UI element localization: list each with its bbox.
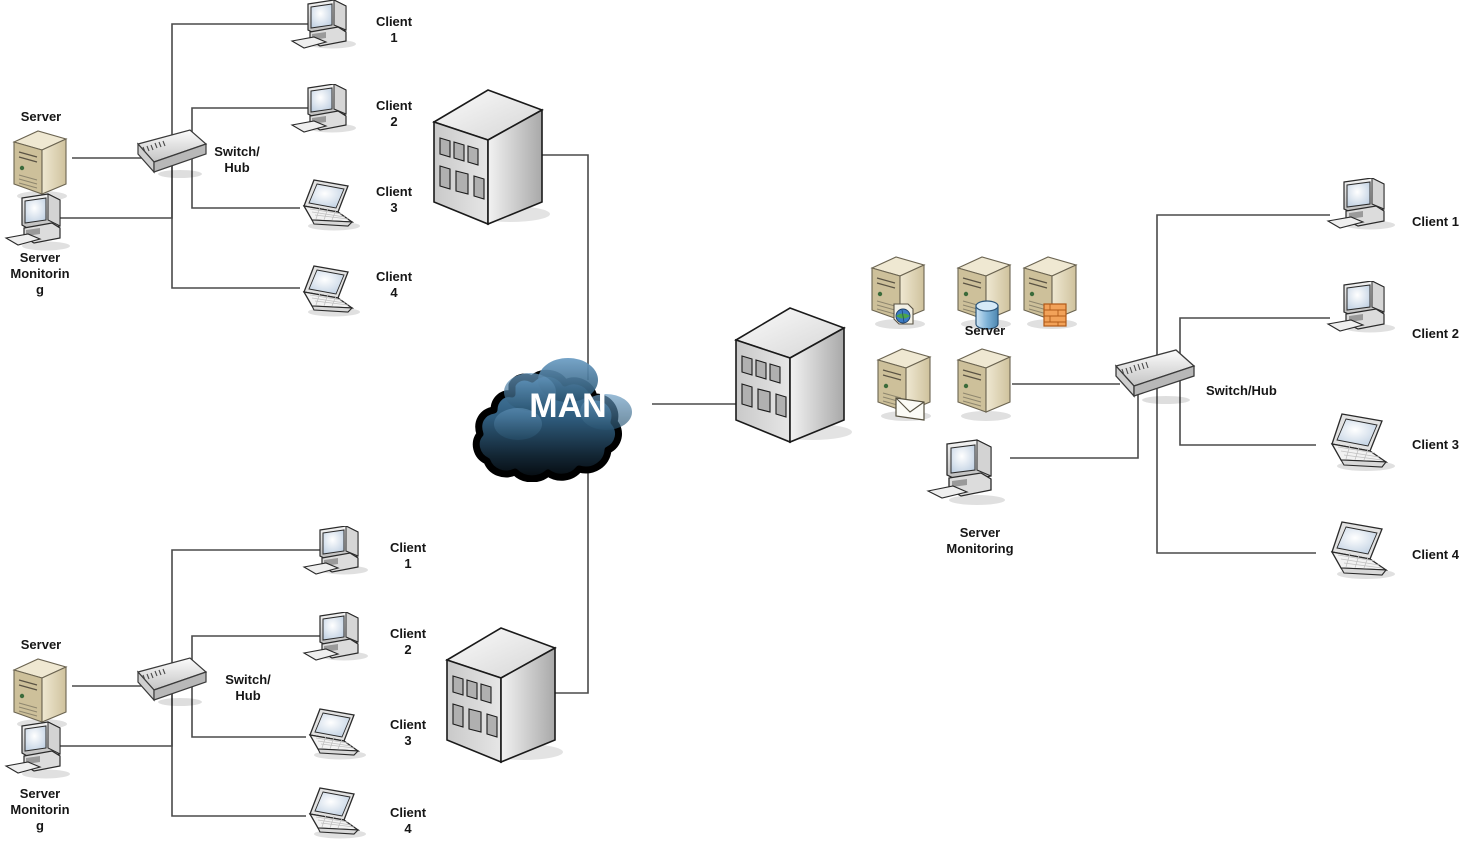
client-label-tl-3: Client 3 — [366, 184, 422, 216]
switch-label-line2: Hub — [224, 160, 250, 175]
client-label-line1: Client — [375, 184, 413, 199]
client-laptop-icon-tl-4[interactable] — [286, 262, 368, 325]
client-label-line1: Client — [375, 14, 413, 29]
application-server-icon[interactable] — [952, 344, 1016, 437]
client-label-line2: 1 — [390, 30, 398, 45]
client-label-line1: Client — [375, 98, 413, 113]
client-label-dc-3: Client 3 — [1412, 437, 1459, 452]
client-label-line1: Client — [389, 626, 427, 641]
client-desktop-icon-bl-2[interactable] — [300, 611, 376, 669]
web-server-icon[interactable] — [866, 252, 930, 345]
client-label-line2: 2 — [390, 114, 398, 129]
firewall-server-icon[interactable] — [1018, 252, 1082, 345]
client-desktop-icon-tl-2[interactable] — [288, 83, 364, 141]
server-monitoring-icon-bottom-left[interactable] — [4, 720, 76, 787]
client-label-tl-2: Client 2 — [366, 98, 422, 130]
monitoring-label-line2: Monitorin — [10, 802, 70, 817]
monitoring-label-line2: Monitoring — [946, 541, 1014, 556]
switch-icon-top-left[interactable] — [132, 128, 212, 189]
client-label-line1: Client — [375, 269, 413, 284]
mail-server-icon[interactable] — [872, 344, 942, 443]
monitoring-label-line1: Server — [19, 250, 61, 265]
switch-label-line1: Switch/ — [214, 144, 260, 159]
client-laptop-icon-bl-3[interactable] — [292, 705, 374, 768]
client-laptop-icon-tl-3[interactable] — [286, 176, 368, 239]
client-label-line2: 3 — [390, 200, 398, 215]
building-icon-branch-bottom[interactable] — [443, 620, 573, 775]
client-label-line2: 4 — [404, 821, 412, 836]
client-laptop-icon-bl-4[interactable] — [292, 784, 374, 847]
client-label-line2: 4 — [390, 285, 398, 300]
monitoring-label-line1: Server — [19, 786, 61, 801]
server-icon-top-left[interactable] — [8, 126, 72, 211]
client-label-dc-4: Client 4 — [1412, 547, 1459, 562]
client-label-dc-2: Client 2 — [1412, 326, 1459, 341]
server-monitoring-icon-datacenter[interactable] — [925, 438, 1015, 515]
client-desktop-icon-dc-1[interactable] — [1324, 177, 1404, 239]
client-laptop-icon-dc-3[interactable] — [1312, 410, 1404, 481]
client-label-dc-1: Client 1 — [1412, 214, 1459, 229]
client-label-bl-2: Client 2 — [380, 626, 436, 658]
client-label-tl-4: Client 4 — [366, 269, 422, 301]
client-laptop-icon-dc-4[interactable] — [1312, 518, 1404, 589]
client-desktop-icon-bl-1[interactable] — [300, 525, 376, 583]
server-label-bottom-left: Server — [20, 637, 62, 652]
server-monitoring-label-bottom-left: Server Monitorin g — [0, 786, 80, 834]
server-monitoring-label-top-left: Server Monitorin g — [0, 250, 80, 298]
server-label-top-left: Server — [20, 109, 62, 124]
switch-label-bottom-left: Switch/ Hub — [216, 672, 280, 704]
client-desktop-icon-dc-2[interactable] — [1324, 280, 1404, 342]
monitoring-label-line1: Server — [959, 525, 1001, 540]
man-cloud-label: MAN — [529, 387, 606, 425]
switch-icon-datacenter[interactable] — [1110, 348, 1202, 415]
server-monitoring-label-datacenter: Server Monitoring — [918, 525, 1042, 557]
client-label-tl-1: Client 1 — [366, 14, 422, 46]
switch-label-line1: Switch/ — [225, 672, 271, 687]
server-group-label: Server — [964, 323, 1006, 338]
client-label-line2: 3 — [404, 733, 412, 748]
building-icon-headquarters[interactable] — [732, 300, 862, 455]
building-icon-branch-top[interactable] — [430, 82, 560, 237]
client-desktop-icon-tl-1[interactable] — [288, 0, 364, 57]
client-label-bl-4: Client 4 — [380, 805, 436, 837]
switch-icon-bottom-left[interactable] — [132, 656, 212, 717]
client-label-line1: Client — [389, 540, 427, 555]
client-label-bl-3: Client 3 — [380, 717, 436, 749]
database-server-icon[interactable] — [952, 252, 1016, 345]
monitoring-label-line2: Monitorin — [10, 266, 70, 281]
switch-label-datacenter: Switch/Hub — [1206, 383, 1277, 398]
monitoring-label-line3: g — [36, 282, 44, 297]
man-cloud-icon[interactable]: MAN — [470, 332, 670, 487]
switch-label-line2: Hub — [235, 688, 261, 703]
client-label-line1: Client — [389, 717, 427, 732]
client-label-bl-1: Client 1 — [380, 540, 436, 572]
monitoring-label-line3: g — [36, 818, 44, 833]
server-monitoring-icon-top-left[interactable] — [4, 192, 76, 259]
client-label-line2: 2 — [404, 642, 412, 657]
client-label-line1: Client — [389, 805, 427, 820]
switch-label-top-left: Switch/ Hub — [205, 144, 269, 176]
client-label-line2: 1 — [404, 556, 412, 571]
